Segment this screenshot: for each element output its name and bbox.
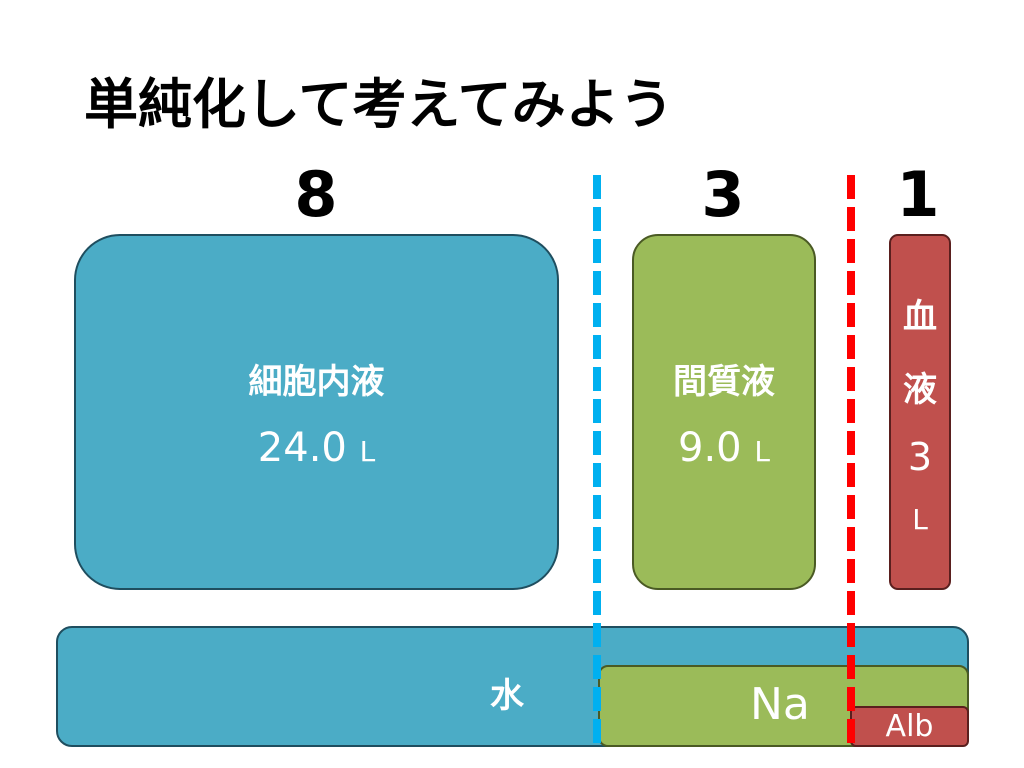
slide-title: 単純化して考えてみよう — [84, 73, 674, 136]
blood-label-2: 液 — [903, 369, 937, 410]
sodium-label: Na — [750, 679, 810, 730]
ratio-isf: 3 — [701, 158, 745, 231]
blood-label-1: 血 — [903, 296, 937, 337]
water-label: 水 — [490, 676, 524, 716]
icf-volume: 24.0 — [257, 424, 347, 471]
icf-label: 細胞内液 — [248, 361, 385, 402]
ratio-blood: 1 — [896, 158, 940, 231]
isf-label: 間質液 — [673, 361, 775, 402]
blood-unit: L — [912, 502, 928, 536]
icf-unit: L — [359, 434, 376, 468]
isf-volume: 9.0 — [678, 424, 742, 471]
albumin-label: Alb — [885, 709, 934, 744]
blood-volume: 3 — [907, 434, 933, 479]
isf-unit: L — [754, 434, 770, 468]
interstitial-fluid-box: 間質液 9.0 L — [632, 234, 816, 590]
blue-dashed-divider — [593, 175, 601, 747]
ratio-icf: 8 — [294, 158, 338, 231]
albumin-bar: Alb — [850, 706, 969, 747]
intracellular-fluid-box: 細胞内液 24.0 L — [74, 234, 559, 590]
red-dashed-divider — [847, 175, 855, 747]
blood-box: 血 液 3 L — [889, 234, 951, 590]
